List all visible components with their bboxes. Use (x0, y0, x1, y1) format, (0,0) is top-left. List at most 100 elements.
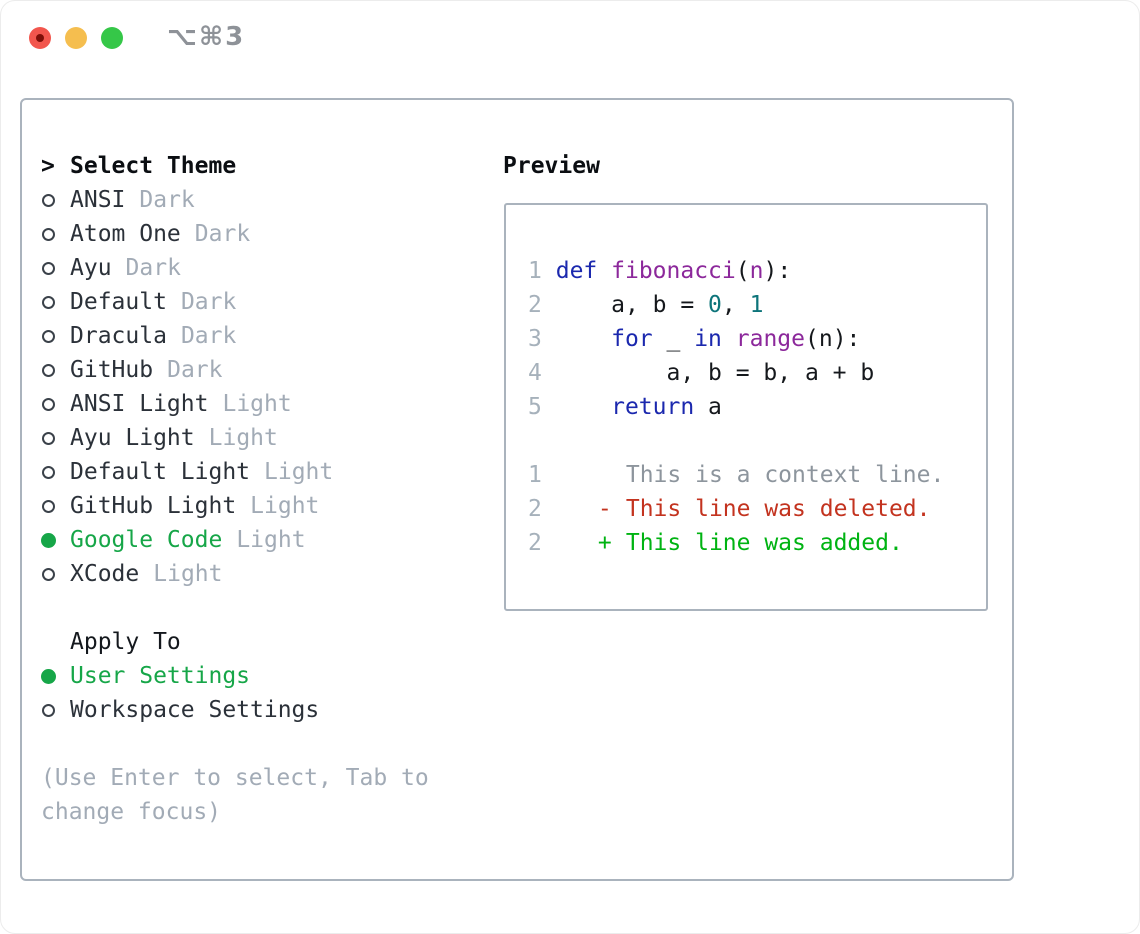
diff-marker (598, 458, 612, 492)
apply-to-header: Apply To (70, 629, 181, 655)
code-line: 5 return a (528, 390, 986, 424)
line-number: 3 (528, 326, 542, 352)
close-button[interactable] (29, 27, 51, 49)
code-token: _ (652, 326, 695, 352)
theme-variant: Light (236, 527, 306, 553)
theme-option-ansi-light[interactable]: ANSI Light Light (41, 387, 429, 421)
preview-header: Preview (503, 153, 600, 179)
code-token (597, 258, 611, 284)
select-theme-header-row: > Select Theme (41, 149, 429, 183)
blank-line (528, 424, 986, 458)
code-token (556, 326, 611, 352)
theme-option-default-light[interactable]: Default Light Light (41, 455, 429, 489)
help-text-line: change focus) (41, 799, 222, 825)
code-token: (n): (805, 326, 861, 352)
help-text: (Use Enter to select, Tab to change focus… (41, 761, 429, 829)
code-line: 4 a, b = b, a + b (528, 356, 986, 390)
theme-name: ANSI Light (70, 391, 209, 417)
line-number: 1 (528, 462, 542, 488)
radio-selected-icon (41, 668, 70, 684)
radio-selected-icon (41, 532, 70, 548)
theme-variant: Light (222, 391, 292, 417)
code-token: def (555, 258, 598, 284)
theme-option-github[interactable]: GitHub Dark (41, 353, 429, 387)
code-line: 2 a, b = 0, 1 (528, 288, 986, 322)
line-number: 4 (528, 360, 542, 386)
code-line: 1 def fibonacci(n): (528, 254, 986, 288)
theme-name: Default (70, 289, 167, 315)
theme-option-xcode[interactable]: XCode Light (41, 557, 429, 591)
diff-line-context: 1 This is a context line. (528, 458, 986, 492)
theme-name: GitHub (70, 357, 154, 383)
radio-icon (41, 703, 70, 717)
diff-marker: - (597, 496, 612, 522)
diff-text: This is a context line. (625, 462, 945, 488)
radio-icon (41, 261, 70, 275)
code-token: a, b = b, a + b (555, 360, 875, 386)
radio-icon (41, 499, 70, 513)
radio-icon (41, 465, 70, 479)
help-text-line: (Use Enter to select, Tab to (41, 765, 429, 791)
code-token: for (611, 326, 653, 352)
theme-name: Dracula (70, 323, 167, 349)
theme-variant: Dark (180, 289, 237, 315)
theme-option-default[interactable]: Default Dark (41, 285, 429, 319)
theme-variant: Light (264, 459, 334, 485)
line-number: 2 (528, 292, 542, 318)
theme-variant: Light (250, 493, 320, 519)
apply-option-label: User Settings (70, 663, 251, 689)
theme-option-dracula[interactable]: Dracula Dark (41, 319, 429, 353)
apply-option-workspace-settings[interactable]: Workspace Settings (41, 693, 429, 727)
code-token: ): (763, 258, 792, 284)
radio-icon (41, 567, 70, 581)
theme-name: Ayu (70, 255, 112, 281)
theme-name: Atom One (70, 221, 181, 247)
radio-icon (41, 363, 70, 377)
diff-line-deleted: 2-This line was deleted. (528, 492, 986, 526)
code-token: range (735, 326, 806, 352)
theme-variant: Light (153, 561, 223, 587)
code-line: 3 for _ in range(n): (528, 322, 986, 356)
theme-option-ayu-light[interactable]: Ayu Light Light (41, 421, 429, 455)
code-token: n (749, 258, 764, 284)
radio-icon (41, 227, 70, 241)
minimize-button[interactable] (65, 27, 87, 49)
diff-text: This line was added. (625, 530, 903, 556)
theme-variant: Dark (167, 357, 223, 383)
radio-icon (41, 295, 70, 309)
code-token (722, 326, 736, 352)
cursor-icon: > (41, 153, 55, 179)
theme-name: Ayu Light (70, 425, 195, 451)
theme-variant: Dark (139, 187, 195, 213)
maximize-button[interactable] (101, 27, 123, 49)
line-number: 2 (528, 530, 542, 556)
theme-name: XCode (70, 561, 140, 587)
apply-option-user-settings[interactable]: User Settings (41, 659, 429, 693)
line-number: 5 (528, 394, 542, 420)
theme-option-github-light[interactable]: GitHub Light Light (41, 489, 429, 523)
theme-variant: Light (208, 425, 278, 451)
theme-name: Default Light (70, 459, 251, 485)
spacer (41, 591, 429, 625)
code-token: 1 (749, 292, 764, 318)
code-token (556, 394, 611, 420)
window-title: ⌥⌘3 (167, 22, 246, 52)
radio-icon (41, 397, 70, 411)
apply-to-header-row: Apply To (41, 625, 429, 659)
radio-icon (41, 329, 70, 343)
code-token: ( (735, 258, 750, 284)
close-dot-icon (36, 34, 44, 42)
theme-variant: Dark (180, 323, 237, 349)
spacer (41, 727, 429, 761)
radio-icon (41, 193, 70, 207)
theme-name: GitHub Light (70, 493, 237, 519)
diff-line-added: 2+This line was added. (528, 526, 986, 560)
